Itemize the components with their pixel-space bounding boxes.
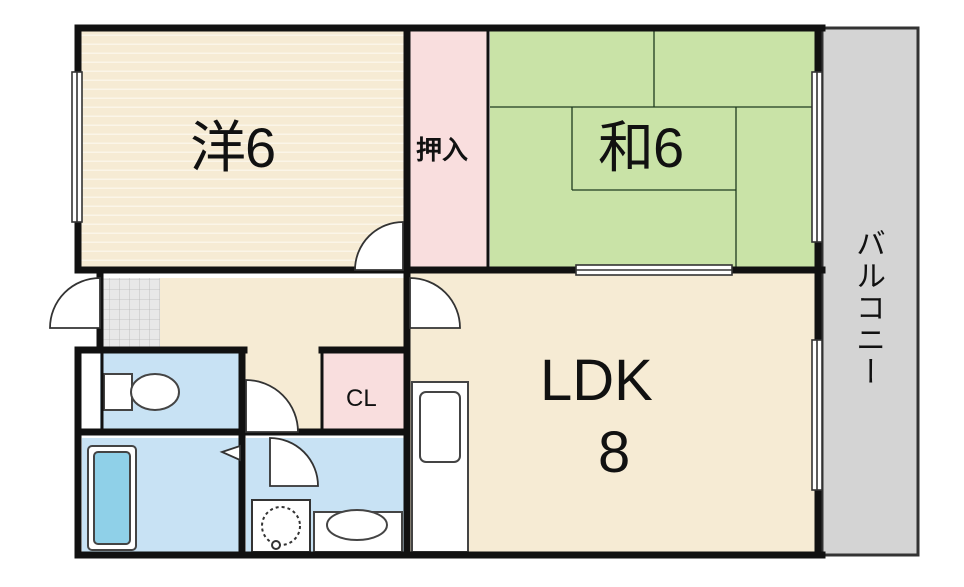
- balcony-area: [820, 26, 920, 557]
- thin-walls: [100, 28, 490, 432]
- entrance-tiles: [102, 278, 160, 348]
- ldk-floor: [407, 270, 816, 555]
- wash-basin: [313, 509, 403, 553]
- ldk-label: LDK: [540, 348, 653, 413]
- tatami-room: [490, 30, 816, 270]
- western-room-floor: [80, 28, 407, 270]
- cl-floor: [322, 350, 407, 430]
- oshiire-label: 押入: [416, 135, 469, 165]
- windows: [71, 71, 823, 491]
- balcony-label: バルコニー: [851, 228, 884, 388]
- toilet-fixture: [103, 373, 180, 411]
- ldk-size-label: 8: [598, 420, 631, 485]
- oshiire-floor: [407, 28, 487, 270]
- doors: [49, 221, 461, 487]
- kitchen-sink: [411, 381, 469, 553]
- bathtub: [87, 445, 137, 551]
- japanese-room-label: 和6: [598, 116, 684, 179]
- western-room-label: 洋6: [190, 116, 276, 179]
- cl-label: CL: [346, 385, 377, 412]
